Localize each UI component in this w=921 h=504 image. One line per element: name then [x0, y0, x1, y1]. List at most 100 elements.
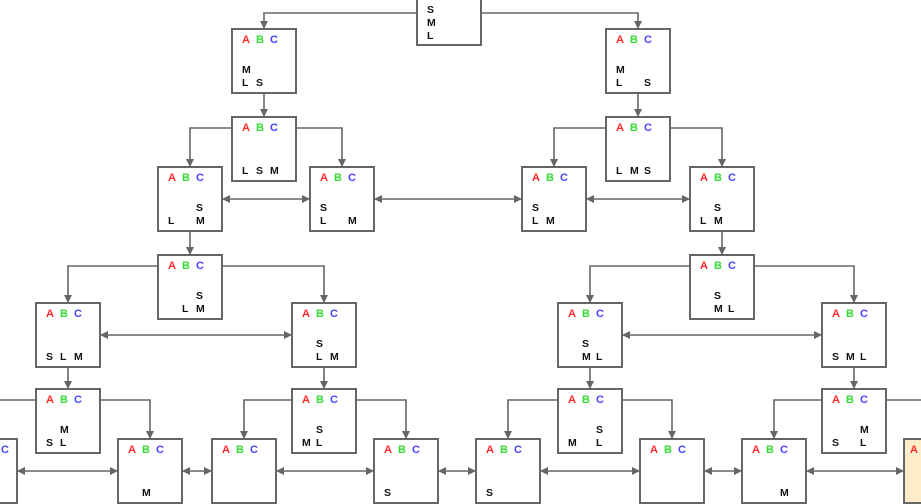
disc-m: M — [242, 64, 251, 76]
disc-l: L — [728, 303, 735, 315]
peg-label-b: B — [236, 444, 244, 456]
disc-m: M — [860, 424, 869, 436]
disc-m: M — [270, 165, 279, 177]
disc-s: S — [832, 351, 840, 363]
disc-l: L — [242, 77, 249, 89]
peg-label-c: C — [330, 394, 338, 406]
disc-m: M — [302, 437, 311, 449]
peg-label-c: C — [156, 444, 164, 456]
peg-label-b: B — [546, 172, 554, 184]
disc-l: L — [168, 215, 175, 227]
peg-label-a: A — [752, 444, 760, 456]
peg-label-c: C — [780, 444, 788, 456]
state-node-s19: C — [0, 438, 18, 504]
disc-l: L — [316, 437, 323, 449]
peg-label-c: C — [728, 260, 736, 272]
disc-m: M — [196, 215, 205, 227]
disc-l: L — [596, 437, 603, 449]
peg-label-a: A — [532, 172, 540, 184]
peg-label-b: B — [664, 444, 672, 456]
peg-label-c: C — [860, 308, 868, 320]
peg-label-c: C — [644, 122, 652, 134]
disc-l: L — [60, 351, 67, 363]
peg-label-c: C — [196, 260, 204, 272]
disc-l: L — [700, 215, 707, 227]
peg-label-a: A — [384, 444, 392, 456]
peg-label-c: C — [348, 172, 356, 184]
disc-s: S — [196, 290, 204, 302]
peg-label-c: C — [412, 444, 420, 456]
disc-s: S — [256, 165, 264, 177]
peg-label-a: A — [910, 444, 918, 456]
peg-label-b: B — [182, 172, 190, 184]
disc-s: S — [644, 77, 652, 89]
branch-edge — [357, 399, 410, 439]
peg-header: C — [1, 444, 9, 456]
peg-label-b: B — [60, 394, 68, 406]
peg-label-a: A — [46, 308, 54, 320]
disc-s: S — [532, 202, 540, 214]
branch-edge — [186, 127, 231, 167]
peg-label-b: B — [60, 308, 68, 320]
disc-m: M — [568, 437, 577, 449]
peg-label-a: A — [222, 444, 230, 456]
disc-l: L — [532, 215, 539, 227]
peg-label-a: A — [650, 444, 658, 456]
peg-label-a: A — [302, 308, 310, 320]
peg-label-a: A — [486, 444, 494, 456]
peg-label-b: B — [500, 444, 508, 456]
disc-l: L — [320, 215, 327, 227]
peg-label-b: B — [630, 34, 638, 46]
peg-label-b: B — [256, 34, 264, 46]
peg-label-b: B — [398, 444, 406, 456]
disc-l: L — [60, 437, 67, 449]
peg-label-a: A — [700, 172, 708, 184]
disc-m: M — [348, 215, 357, 227]
branch-edge — [550, 127, 605, 167]
branch-edge — [297, 127, 346, 167]
disc-m: M — [330, 351, 339, 363]
disc-s: S — [384, 487, 392, 499]
peg-label-b: B — [582, 394, 590, 406]
peg-label-a: A — [302, 394, 310, 406]
disc-l: L — [860, 437, 867, 449]
disc-s: S — [582, 338, 590, 350]
peg-label-b: B — [714, 260, 722, 272]
branch-edge — [64, 265, 157, 303]
branch-edge — [671, 127, 726, 167]
peg-label-a: A — [242, 34, 250, 46]
disc-m: M — [60, 424, 69, 436]
peg-label-b: B — [142, 444, 150, 456]
peg-label-a: A — [616, 34, 624, 46]
peg-label-c: C — [250, 444, 258, 456]
disc-s: S — [644, 165, 652, 177]
branch-edge — [101, 399, 154, 439]
disc-s: S — [256, 77, 264, 89]
disc-s: S — [316, 424, 324, 436]
branch-edge — [504, 399, 557, 439]
